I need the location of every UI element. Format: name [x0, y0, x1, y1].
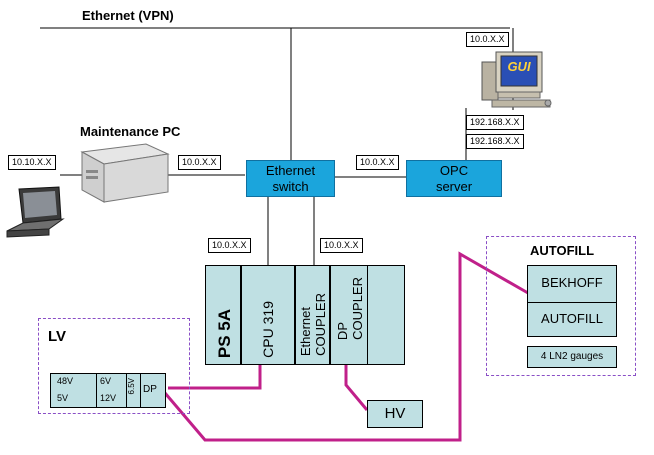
rack-eth-coupler-line2: COUPLER	[313, 293, 328, 356]
gui-ip3-label: 192.168.X.X	[466, 134, 524, 149]
laptop-icon	[5, 185, 65, 243]
ln2-gauges-box: 4 LN2 gauges	[527, 346, 617, 368]
cpu-ip-label: 10.0.X.X	[208, 238, 251, 253]
rack-eth-coupler-line1: Ethernet	[298, 306, 313, 356]
gui-ip-label: 10.0.X.X	[466, 32, 509, 47]
lv-12v: 12V	[100, 393, 117, 403]
lv-module: 48V 5V 6V 12V 6.5V DP	[50, 373, 166, 408]
lv-group	[38, 318, 190, 414]
rack-dp-coupler-line1: DP	[335, 321, 350, 340]
rack-dp-coupler-line2: COUPLER	[350, 277, 365, 340]
rack-dp-coupler-module: DP COUPLER	[330, 265, 368, 365]
opc-server-line1: OPC	[439, 163, 469, 178]
lv-cell-48v-5v: 48V 5V	[51, 374, 97, 407]
opc-ip-label: 10.0.X.X	[356, 155, 399, 170]
rack-cpu-module: CPU 319	[241, 265, 295, 365]
ethernet-vpn-label: Ethernet (VPN)	[82, 8, 174, 23]
lv-title: LV	[48, 328, 67, 345]
lv-5v: 5V	[57, 393, 69, 403]
rack-eth-coupler-module: Ethernet COUPLER	[295, 265, 330, 365]
lv-dp: DP	[143, 384, 157, 395]
autofill-title: AUTOFILL	[530, 243, 595, 258]
autofill-group	[486, 236, 636, 376]
autofill-box: AUTOFILL	[541, 311, 603, 326]
lv-65v: 6.5V	[127, 378, 136, 395]
rack-ps-module: PS 5A	[205, 265, 241, 365]
gui-screen-text: GUI	[507, 59, 531, 74]
maintenance-pc-title: Maintenance PC	[80, 124, 181, 139]
maintenance-pc-icon	[76, 140, 172, 206]
ethernet-switch-line2: switch	[272, 179, 309, 194]
bekhoff-box: BEKHOFF	[528, 266, 616, 303]
eth-coupler-ip-label: 10.0.X.X	[320, 238, 363, 253]
gui-workstation-icon: GUI	[478, 50, 558, 110]
laptop-ip-label: 10.10.X.X	[8, 155, 56, 170]
lv-cell-65v: 6.5V	[126, 374, 141, 407]
ethernet-switch-box: Ethernet switch	[246, 160, 335, 197]
gui-ip2-label: 192.168.X.X	[466, 115, 524, 130]
rack-ps-label: PS 5A	[215, 308, 234, 358]
ethernet-switch-line1: Ethernet	[265, 163, 316, 178]
rack-cpu-label: CPU 319	[260, 301, 276, 358]
lv-48v: 48V	[57, 376, 74, 386]
opc-server-line2: server	[435, 179, 473, 194]
hv-box: HV	[367, 400, 423, 428]
lv-cell-6v-12v: 6V 12V	[96, 374, 127, 407]
maintenance-pc-ip-label: 10.0.X.X	[178, 155, 221, 170]
autofill-stack: BEKHOFF AUTOFILL	[527, 265, 617, 337]
lv-6v: 6V	[100, 376, 112, 386]
opc-server-box: OPC server	[406, 160, 502, 197]
